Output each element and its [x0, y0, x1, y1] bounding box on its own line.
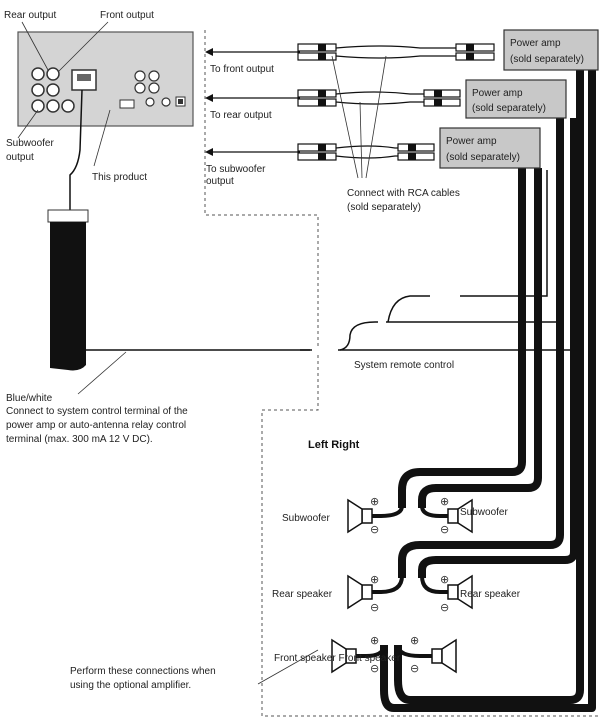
speaker-cables — [380, 70, 596, 712]
plus-mark-front-left: ⊕ — [370, 634, 379, 647]
amplifier-area-boundary — [204, 30, 598, 717]
minus-mark-front-left: ⊖ — [370, 662, 379, 675]
connect-rca-label: Connect with RCA cables — [347, 188, 460, 199]
power-amp-rear — [465, 79, 567, 119]
subwoofer-output-label: Subwoofer — [6, 138, 54, 149]
rca-arrowheads — [205, 48, 213, 156]
amp-rear-line1: Power amp — [472, 88, 523, 99]
power-amp-front — [503, 29, 599, 71]
minus-mark-sub-right: ⊖ — [440, 523, 449, 536]
amp-front-line2: (sold separately) — [510, 54, 584, 65]
plus-mark-sub-left: ⊕ — [370, 495, 379, 508]
to-subwoofer-output-label: To subwoofer — [206, 164, 266, 175]
to-subwoofer-output-label-2: output — [206, 176, 234, 187]
unit-cable — [69, 89, 83, 212]
head-unit-leaders — [17, 21, 111, 167]
blue-white-leader — [77, 351, 127, 395]
subwoofer-right-label: Subwoofer — [460, 507, 508, 518]
amp-rear-line2: (sold separately) — [472, 103, 546, 114]
plus-mark-front-right: ⊕ — [410, 634, 419, 647]
to-rear-output-label: To rear output — [210, 110, 272, 121]
subwoofer-right-speaker — [447, 498, 473, 534]
system-remote-control-label: System remote control — [354, 360, 454, 371]
minus-mark-front-right: ⊖ — [410, 662, 419, 675]
head-unit — [17, 31, 194, 127]
connect-system-line2: power amp or auto-antenna relay control — [6, 420, 186, 431]
front-left-speaker — [331, 638, 357, 674]
plus-mark-rear-right: ⊕ — [440, 573, 449, 586]
rear-right-speaker — [447, 574, 473, 610]
power-amp-subwoofer — [439, 127, 541, 169]
to-front-output-label: To front output — [210, 64, 274, 75]
blue-white-label: Blue/white — [6, 393, 53, 404]
rca-jacks — [31, 67, 75, 113]
front-output-label: Front output — [100, 10, 154, 21]
front-speaker-label: Front speaker Front speaker — [274, 653, 401, 664]
minus-mark-rear-left: ⊖ — [370, 601, 379, 614]
minus-mark-rear-right: ⊖ — [440, 601, 449, 614]
minus-mark-sub-left: ⊖ — [370, 523, 379, 536]
perform-leader — [257, 649, 319, 685]
amp-sub-line2: (sold separately) — [446, 152, 520, 163]
connect-system-line3: terminal (max. 300 mA 12 V DC). — [6, 434, 153, 445]
amp-sub-line1: Power amp — [446, 136, 497, 147]
front-right-speaker — [431, 638, 457, 674]
rear-output-label: Rear output — [4, 10, 56, 21]
subwoofer-left-label: Subwoofer — [282, 513, 330, 524]
rca-label-leaders — [331, 55, 387, 179]
speaker-splits — [356, 505, 448, 658]
plus-mark-rear-left: ⊕ — [370, 573, 379, 586]
connect-rca-label-2: (sold separately) — [347, 202, 421, 213]
amp-front-line1: Power amp — [510, 38, 561, 49]
rca-plug-shading — [318, 44, 474, 160]
this-product-label: This product — [92, 172, 147, 183]
perform-label-line2: using the optional amplifier. — [70, 680, 191, 691]
connect-system-line1: Connect to system control terminal of th… — [6, 406, 188, 417]
perform-label-line1: Perform these connections when — [70, 666, 216, 677]
rear-left-speaker — [347, 574, 373, 610]
rear-speaker-left-label: Rear speaker — [272, 589, 333, 600]
left-right-heading: Left Right — [308, 439, 360, 451]
plus-mark-sub-right: ⊕ — [440, 495, 449, 508]
subwoofer-output-label-2: output — [6, 152, 34, 163]
rear-speaker-right-label: Rear speaker — [460, 589, 521, 600]
remote-wire-gaps — [312, 294, 460, 352]
subwoofer-left-speaker — [347, 498, 373, 534]
wire-harness — [47, 209, 89, 371]
